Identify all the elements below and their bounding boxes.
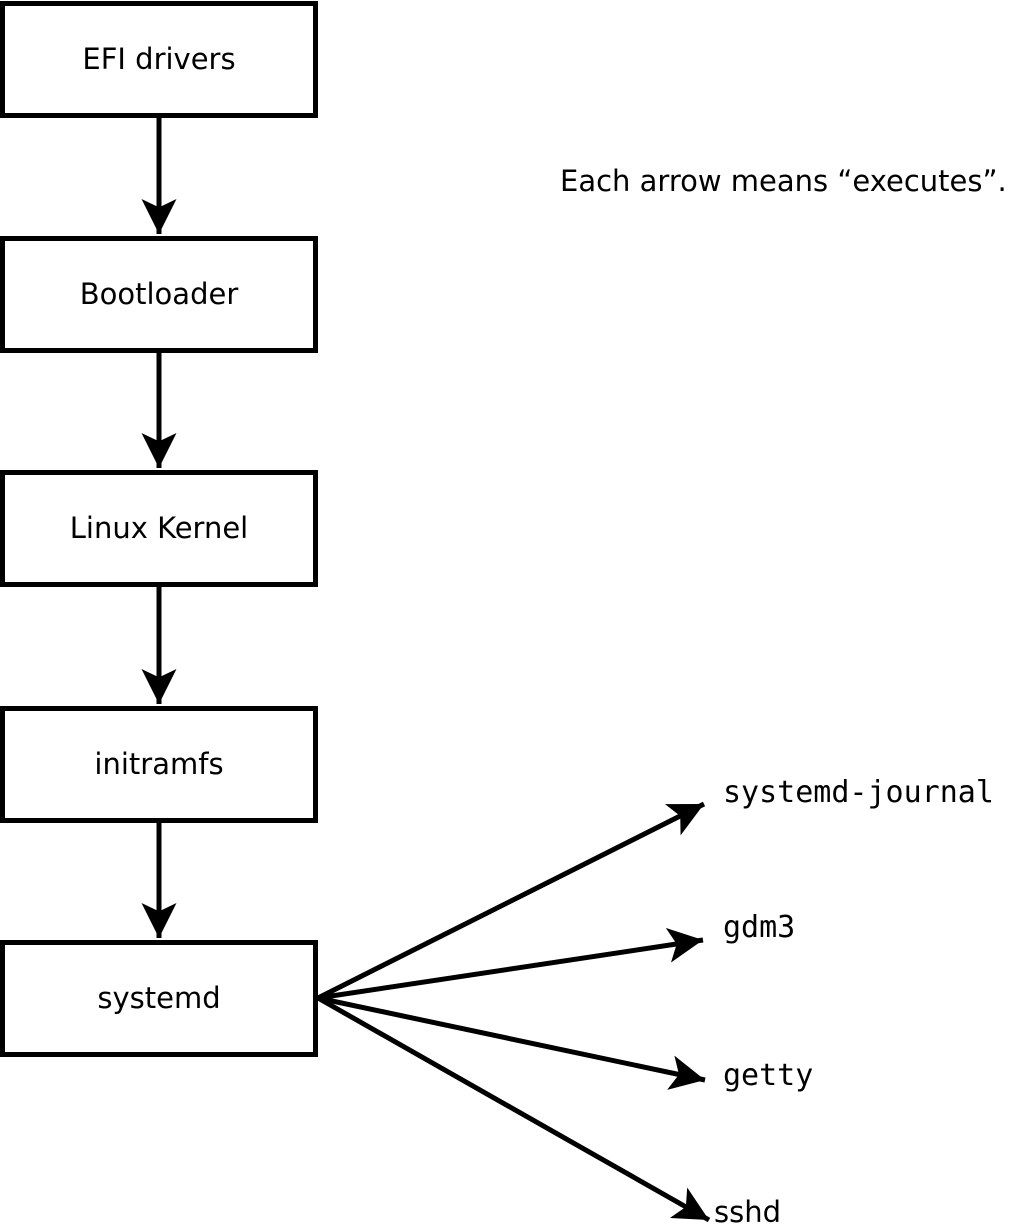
target-label-systemd-journal: systemd-journal xyxy=(723,775,994,810)
node-initramfs-label: initramfs xyxy=(94,747,224,781)
arrow-systemd-to-sshd xyxy=(316,995,711,1223)
arrow-systemd-to-systemd-journal xyxy=(316,801,706,1001)
node-systemd-label: systemd xyxy=(97,981,221,1015)
target-label-getty: getty xyxy=(723,1058,814,1093)
legend-note: Each arrow means “executes”. xyxy=(560,164,1007,198)
target-label-sshd: sshd xyxy=(714,1195,782,1229)
node-bootloader-label: Bootloader xyxy=(79,277,239,311)
node-linux-kernel: Linux Kernel xyxy=(0,470,318,587)
target-label-gdm3: gdm3 xyxy=(723,910,796,945)
arrow-systemd-to-gdm3 xyxy=(317,927,704,1001)
node-systemd: systemd xyxy=(0,940,318,1057)
node-efi-drivers: EFI drivers xyxy=(0,1,318,118)
node-efi-drivers-label: EFI drivers xyxy=(82,42,236,76)
node-bootloader: Bootloader xyxy=(0,236,318,353)
node-initramfs: initramfs xyxy=(0,706,318,823)
node-linux-kernel-label: Linux Kernel xyxy=(69,511,249,545)
arrow-systemd-to-getty xyxy=(317,995,706,1090)
